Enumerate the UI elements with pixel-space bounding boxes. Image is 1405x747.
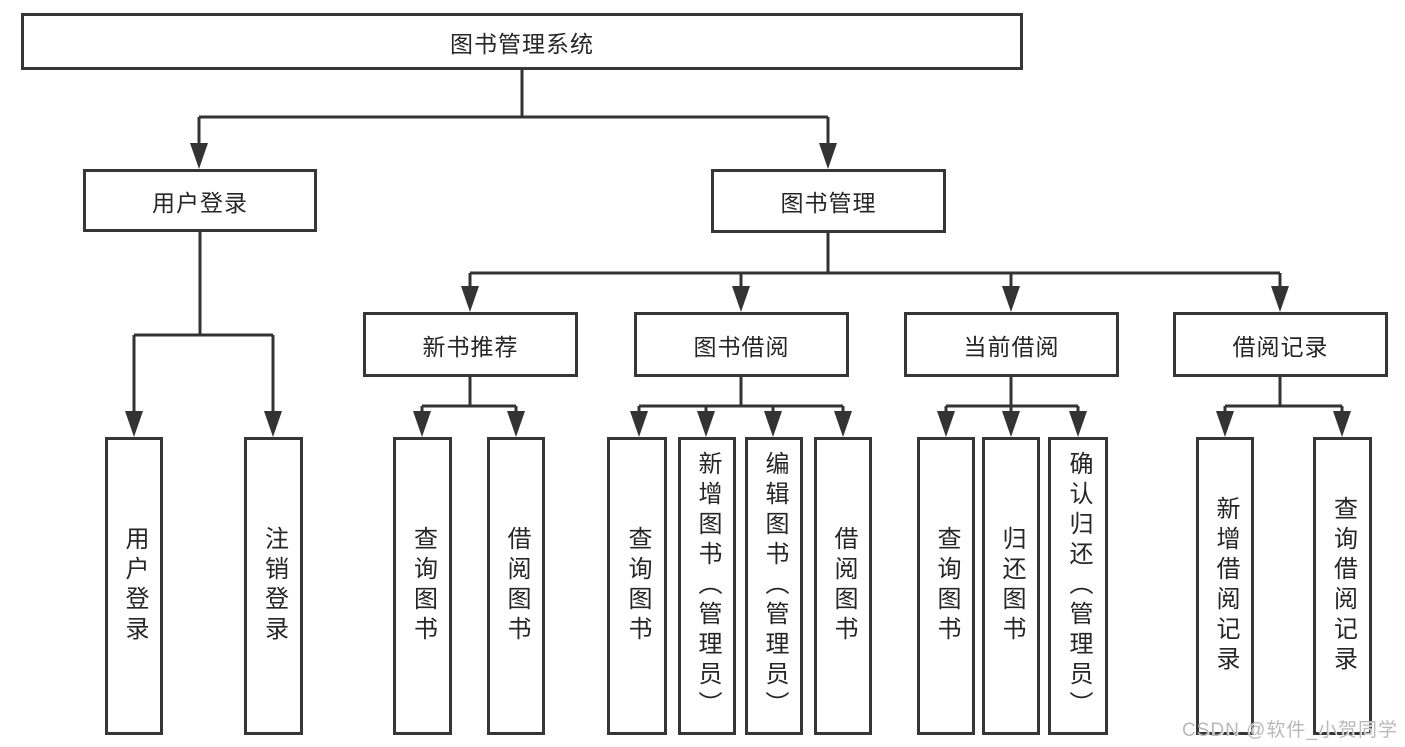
node-book-borrowing: 图书借阅 (634, 312, 849, 377)
node-library-system: 图书管理系统 (21, 13, 1023, 70)
leaf-logout-login: 注销登录 (244, 437, 303, 735)
leaf-confirm-return-admin: 确认归还（管理员） (1048, 437, 1108, 735)
node-borrow-records: 借阅记录 (1173, 312, 1388, 377)
leaf-return-books: 归还图书 (982, 437, 1040, 735)
leaf-query-books-recommend: 查询图书 (393, 437, 452, 735)
leaf-query-books-current: 查询图书 (917, 437, 975, 735)
leaf-query-borrow-record: 查询借阅记录 (1313, 437, 1372, 735)
leaf-edit-book-admin: 编辑图书（管理员） (745, 437, 803, 735)
watermark: CSDN @软件_小贺同学 (1182, 720, 1398, 741)
node-new-book-recommend: 新书推荐 (363, 312, 578, 377)
leaf-user-login: 用户登录 (105, 437, 163, 735)
leaf-query-books-borrowing: 查询图书 (607, 437, 667, 735)
leaf-add-book-admin: 新增图书（管理员） (678, 437, 736, 735)
leaf-add-borrow-record: 新增借阅记录 (1196, 437, 1254, 735)
node-user-login: 用户登录 (83, 169, 317, 232)
leaf-borrow-books-recommend: 借阅图书 (487, 437, 545, 735)
leaf-borrow-books: 借阅图书 (814, 437, 872, 735)
node-book-management: 图书管理 (711, 169, 946, 233)
node-current-borrowing: 当前借阅 (904, 312, 1119, 377)
